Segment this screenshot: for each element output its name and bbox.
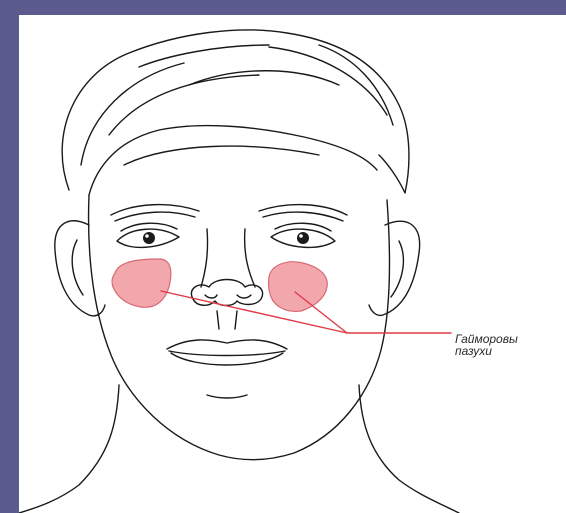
right-pupil	[297, 232, 309, 244]
sinus-label-line2: пазухи	[455, 345, 492, 357]
hairline	[89, 126, 377, 195]
upper-lip	[167, 340, 287, 349]
left-ear	[55, 221, 105, 316]
nostril-left	[205, 295, 217, 298]
chin-line	[207, 395, 247, 398]
right-ear	[369, 221, 420, 315]
right-maxillary-sinus	[268, 262, 327, 312]
face-outline	[89, 195, 390, 460]
left-maxillary-sinus	[112, 259, 171, 307]
hair-strand	[139, 45, 269, 67]
right-eyebrow-lower	[263, 212, 343, 221]
hair-outline	[62, 30, 409, 193]
right-ear-inner	[391, 241, 403, 297]
left-ear-inner	[72, 240, 83, 295]
hairline-inner	[124, 146, 319, 165]
nose-bridge-right	[245, 229, 255, 287]
left-eyebrow-lower	[115, 212, 195, 221]
neck-left	[19, 385, 119, 513]
illustration-panel: Гайморовы пазухи	[19, 15, 566, 513]
right-eyebrow	[259, 205, 347, 215]
left-eyebrow	[111, 205, 199, 215]
left-eye-crease	[121, 223, 177, 231]
lip-line	[169, 351, 285, 356]
nose-bridge-left	[201, 229, 208, 287]
hair-strand	[81, 63, 184, 165]
face-diagram	[19, 15, 566, 513]
hair-strand	[189, 71, 339, 85]
philtrum	[217, 311, 237, 329]
neck-right	[359, 385, 459, 513]
nostril-right	[237, 295, 251, 298]
left-pupil	[143, 232, 155, 244]
